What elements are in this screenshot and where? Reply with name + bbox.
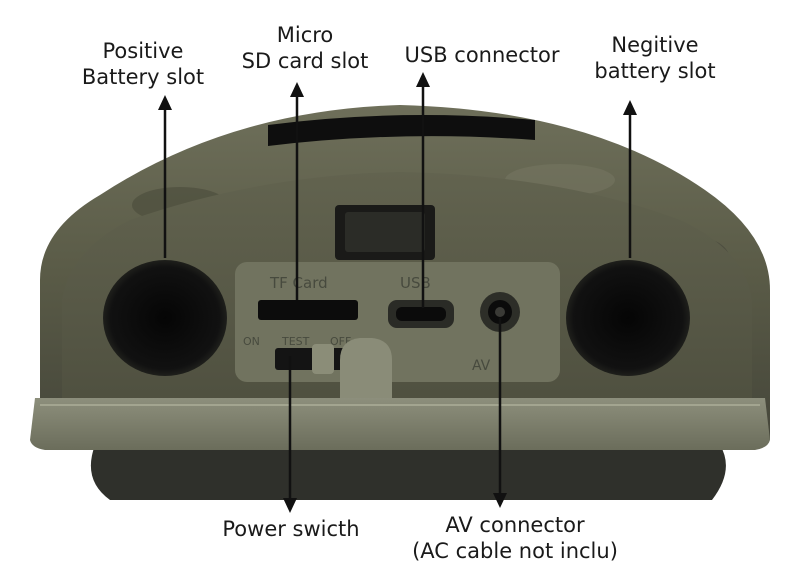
usb-imprint: USB bbox=[400, 274, 431, 292]
tf-card-imprint: TF Card bbox=[269, 274, 328, 292]
tray-latch-tab bbox=[340, 338, 392, 400]
usb-port bbox=[396, 307, 446, 321]
av-connector-arrowhead bbox=[493, 493, 507, 508]
latch-block bbox=[345, 212, 425, 252]
label-line: Power swicth bbox=[222, 517, 360, 541]
label-line: Micro bbox=[276, 23, 334, 47]
label-line: Negitive bbox=[611, 33, 699, 57]
switch-on-imprint: ON bbox=[243, 335, 260, 348]
micro-sd-label: Micro SD card slot bbox=[230, 22, 380, 74]
label-line: (AC cable not inclu) bbox=[412, 539, 618, 563]
micro-sd-card-slot bbox=[258, 300, 358, 320]
usb-arrowhead bbox=[416, 72, 430, 87]
micro-sd-arrowhead bbox=[290, 82, 304, 97]
label-line: USB connector bbox=[404, 43, 560, 67]
label-line: SD card slot bbox=[241, 49, 369, 73]
negative-battery-label: Negitive battery slot bbox=[575, 32, 735, 84]
power-switch-label: Power swicth bbox=[196, 516, 386, 542]
switch-test-imprint: TEST bbox=[281, 335, 310, 348]
negative-battery-arrowhead bbox=[623, 100, 637, 115]
power-switch-arrowhead bbox=[283, 498, 297, 513]
label-line: Positive bbox=[102, 39, 184, 63]
usb-connector-label: USB connector bbox=[392, 42, 572, 68]
negative-battery-slot bbox=[566, 260, 690, 376]
positive-battery-label: Positive Battery slot bbox=[58, 38, 228, 90]
power-switch-knob bbox=[312, 344, 334, 374]
top-vent-slot bbox=[268, 115, 535, 146]
positive-battery-slot bbox=[103, 260, 227, 376]
label-line: Battery slot bbox=[81, 65, 205, 89]
front-tray bbox=[30, 398, 770, 450]
positive-battery-arrowhead bbox=[158, 95, 172, 110]
av-connector-label: AV connector (AC cable not inclu) bbox=[395, 512, 635, 564]
label-line: AV connector bbox=[445, 513, 585, 537]
bottom-cushion bbox=[90, 445, 726, 500]
label-line: battery slot bbox=[594, 59, 716, 83]
av-connector-jack bbox=[495, 307, 505, 317]
av-imprint: AV bbox=[472, 358, 491, 374]
